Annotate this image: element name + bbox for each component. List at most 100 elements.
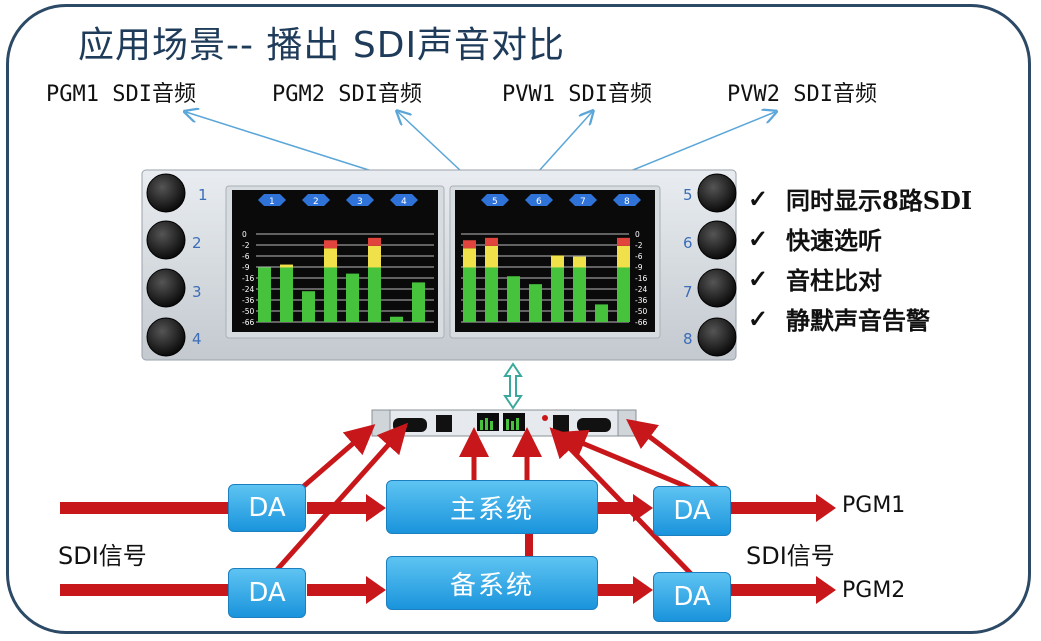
- slide-title: 应用场景-- 播出 SDI声音对比: [78, 25, 566, 66]
- scale-tick-label: -24: [242, 285, 254, 294]
- pgm2-output-label: PGM2: [842, 578, 906, 603]
- meter-bar-red: [485, 237, 498, 246]
- channel-badge-label: 8: [624, 197, 630, 207]
- scale-tick-label: -9: [242, 263, 250, 272]
- channel-badge: [390, 194, 418, 206]
- channel-number-6: 6: [683, 234, 693, 252]
- output-line-top: [731, 502, 819, 514]
- meter-bar-red: [463, 240, 476, 249]
- feature-label: 同时显示8路SDI: [786, 185, 973, 215]
- da-box-top-left: DA: [228, 484, 306, 532]
- channel-number-3: 3: [192, 283, 202, 301]
- meter-bar-green: [324, 267, 337, 322]
- da-box-top-right: DA: [653, 486, 731, 536]
- output-label-pvw2: PVW2 SDI音频: [727, 82, 877, 107]
- channel-badge: [302, 194, 330, 206]
- meter-bar-green: [368, 267, 381, 322]
- output-links: [186, 112, 775, 173]
- knob-3: [146, 268, 186, 308]
- output-signal-label: SDI信号: [746, 542, 835, 570]
- panel-link-arrow: [503, 362, 523, 410]
- meter-bar-green: [302, 291, 315, 322]
- scale-tick-label: -2: [242, 241, 250, 250]
- channel-badge-label: 4: [401, 197, 407, 207]
- scale-tick-label: -6: [635, 252, 643, 261]
- link-pgm1: [186, 112, 376, 173]
- scale-tick-label: -66: [242, 318, 254, 327]
- check-icon: ✓: [748, 303, 769, 333]
- knob-5: [697, 173, 737, 213]
- meter-bar-red: [368, 237, 381, 246]
- feature-checklist: ✓ 同时显示8路SDI ✓ 快速选听 ✓ 音柱比对 ✓ 静默声音告警: [748, 178, 972, 338]
- input-line-bottom: [60, 584, 230, 596]
- feature-label: 快速选听: [786, 225, 882, 255]
- meter-bar-green: [280, 267, 293, 322]
- channel-badge: [613, 194, 641, 206]
- da-box-bottom-right: DA: [653, 572, 731, 622]
- feature-item: ✓ 同时显示8路SDI: [748, 178, 972, 218]
- feature-label: 静默声音告警: [786, 305, 930, 335]
- pgm1-output-label: PGM1: [842, 493, 906, 518]
- meter-bar-green: [617, 267, 630, 322]
- meter-bar-yellow: [368, 245, 381, 268]
- rack-unit-device: [371, 409, 637, 437]
- meter-bar-green: [485, 267, 498, 322]
- meter-bar-green: [507, 276, 520, 322]
- channel-badge-label: 5: [492, 197, 498, 207]
- backup-system-box: 备系统: [386, 556, 598, 610]
- output-label-pgm1: PGM1 SDI音频: [46, 82, 196, 107]
- meter-bar-green: [463, 267, 476, 322]
- output-line-bottom: [731, 584, 819, 596]
- feature-item: ✓ 音柱比对: [748, 258, 972, 298]
- scale-tick-label: -16: [635, 274, 647, 283]
- meter-bar-green: [390, 316, 403, 322]
- knob-8: [697, 317, 737, 357]
- channel-number-2: 2: [192, 234, 202, 252]
- monitor-feeds: [273, 418, 722, 580]
- scale-tick-label: -36: [242, 296, 254, 305]
- knob-1: [146, 173, 186, 213]
- channel-badge-label: 6: [536, 197, 542, 207]
- channel-badge: [481, 194, 509, 206]
- scale-tick-label: -50: [242, 307, 254, 316]
- meter-bar-green: [573, 267, 586, 322]
- meter-bar-red: [617, 237, 630, 246]
- channel-badge: [569, 194, 597, 206]
- link-pvw2: [627, 112, 775, 173]
- knob-7: [697, 268, 737, 308]
- scale-tick-label: -24: [635, 285, 647, 294]
- meter-bar-red: [324, 240, 337, 249]
- scale-tick-label: -9: [635, 263, 643, 272]
- meter-bar-green: [412, 282, 425, 322]
- feature-item: ✓ 静默声音告警: [748, 298, 972, 338]
- channel-badge-label: 1: [269, 197, 275, 207]
- meter-bar-green: [551, 267, 564, 322]
- meter-bar-yellow: [324, 248, 337, 268]
- link-pgm2: [398, 112, 463, 173]
- scale-tick-label: -66: [635, 318, 647, 327]
- meter-bar-green: [258, 267, 271, 322]
- output-label-pgm2: PGM2 SDI音频: [272, 82, 422, 107]
- check-icon: ✓: [748, 183, 769, 213]
- channel-number-4: 4: [192, 330, 202, 348]
- meter-bar-yellow: [573, 256, 586, 268]
- meter-bar-yellow: [551, 255, 564, 268]
- da-box-bottom-left: DA: [228, 568, 306, 618]
- channel-badge-label: 7: [580, 197, 586, 207]
- scale-tick-label: -16: [242, 274, 254, 283]
- channel-number-1: 1: [198, 186, 208, 204]
- scale-tick-label: 0: [242, 230, 247, 239]
- check-icon: ✓: [748, 223, 769, 253]
- scale-tick-label: 0: [635, 230, 640, 239]
- knob-6: [697, 220, 737, 260]
- meter-bar-green: [595, 304, 608, 322]
- link-pvw1: [537, 112, 592, 173]
- slide-frame: [6, 4, 1031, 634]
- channel-number-8: 8: [683, 330, 693, 348]
- channel-badge-label: 2: [313, 197, 319, 207]
- right-knobs: [697, 173, 737, 357]
- output-label-pvw1: PVW1 SDI音频: [502, 82, 652, 107]
- channel-number-5: 5: [683, 186, 693, 204]
